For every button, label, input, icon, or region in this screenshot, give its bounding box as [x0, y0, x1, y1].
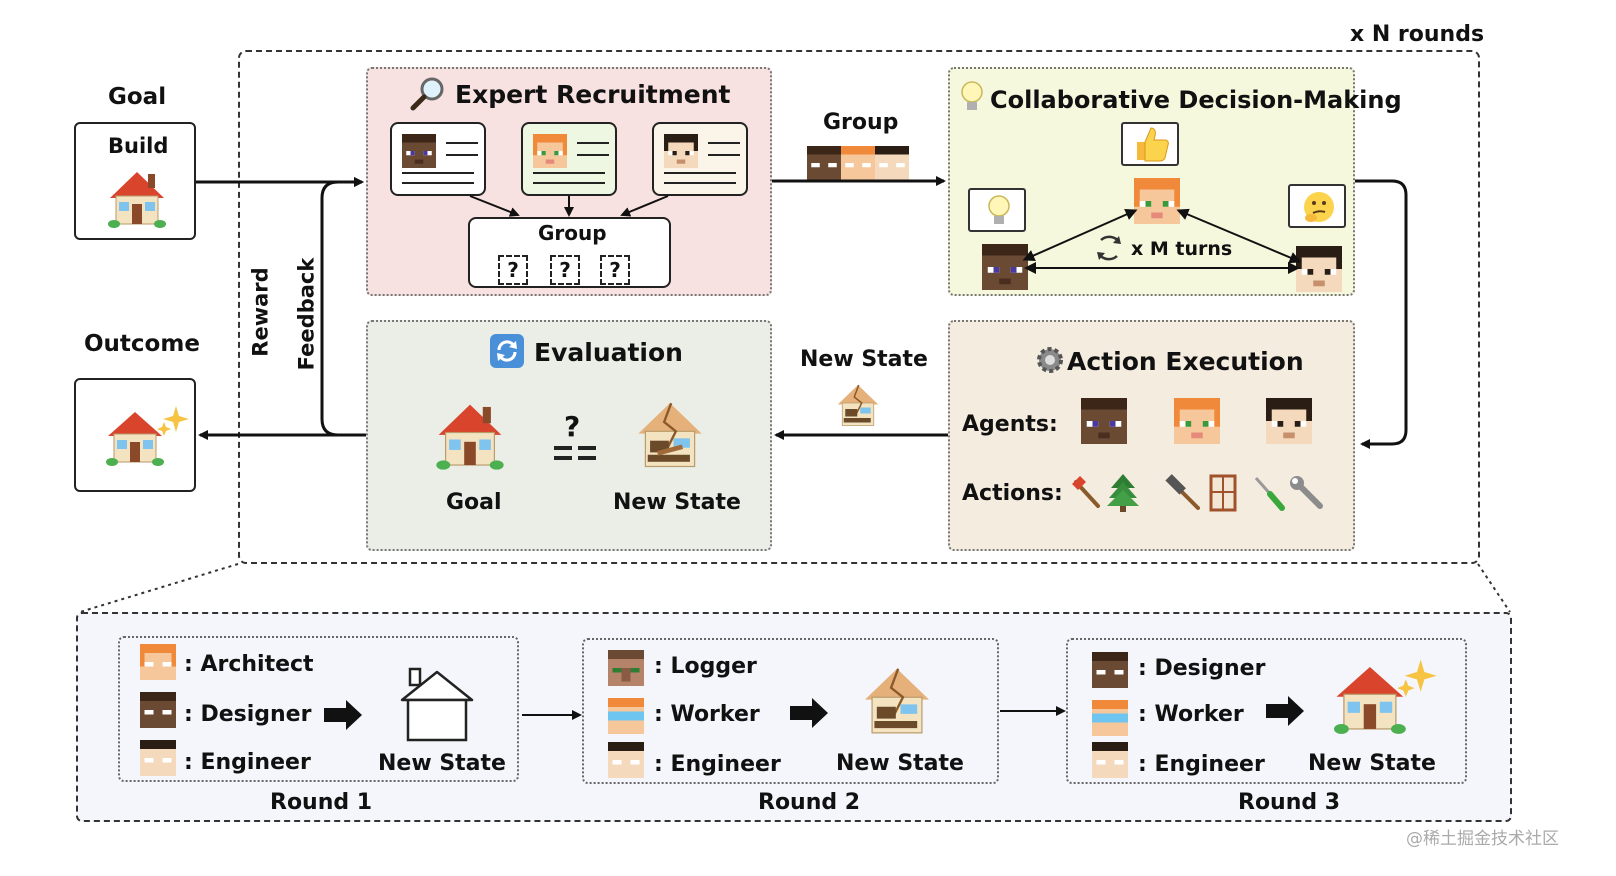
broken-house-icon [636, 398, 704, 477]
action-designer-face [1081, 398, 1127, 444]
collaborative-to-action-arrow [1355, 179, 1408, 449]
round-3-engineer-face [1092, 742, 1128, 778]
collaborative-title: Collaborative Decision-Making [990, 86, 1402, 114]
round-1-designer-face [140, 692, 176, 728]
axe-icon [1068, 474, 1104, 513]
goal-box-label: Build [108, 134, 169, 158]
outcome-heading: Outcome [84, 331, 200, 357]
group-faces [806, 146, 910, 184]
empty-house-icon [398, 664, 476, 746]
refresh-icon [490, 334, 524, 371]
round-3-role-2: : Worker [1138, 702, 1244, 727]
round-1-role-1: : Architect [184, 652, 314, 677]
round-1-state-label: New State [378, 751, 506, 776]
round-3-role-3: : Engineer [1138, 752, 1265, 777]
equals-icon [554, 444, 598, 468]
goal-heading: Goal [108, 84, 167, 110]
thinking-face-icon [1304, 192, 1334, 222]
agents-label: Agents: [962, 412, 1058, 437]
actions-label: Actions: [962, 481, 1063, 506]
recruitment-group-box: Group ? ? ? [468, 217, 671, 288]
rounds-label: x N rounds [1350, 22, 1485, 47]
round-2-label: Round 2 [758, 790, 861, 815]
gear-icon [1034, 344, 1066, 379]
goal-house-icon [436, 400, 504, 475]
wrench-icon [1288, 474, 1326, 515]
round-1-label: Round 1 [270, 790, 373, 815]
watermark: @稀土掘金技术社区 [1406, 829, 1559, 849]
expert-recruitment-title: Expert Recruitment [455, 80, 731, 109]
round-3-arrow-icon [1266, 696, 1304, 730]
house-sparkle-icon [106, 406, 190, 471]
round-2-broken-house-icon [862, 664, 932, 743]
round-1-box [118, 636, 519, 782]
round-2-logger-face [608, 650, 644, 686]
round-2-engineer-face [608, 742, 644, 778]
profile-card-designer [390, 122, 486, 196]
round-1-arrow-icon [324, 700, 362, 734]
round-1-engineer-face [140, 740, 176, 776]
group-slot-3: ? [600, 255, 630, 285]
hammer-icon [1164, 474, 1202, 515]
round-3-label: Round 3 [1238, 790, 1341, 815]
lightbulb-icon [960, 80, 984, 117]
round-1-architect-face [140, 644, 176, 680]
compare-question: ? [564, 410, 581, 443]
round-1-role-3: : Engineer [184, 750, 311, 775]
feedback-loop-arrow [320, 177, 366, 437]
idea-bubble [968, 188, 1026, 232]
rounds-frame [238, 50, 1480, 564]
tree-icon [1106, 472, 1140, 515]
goal-box: Build [74, 122, 196, 240]
recruitment-group-label: Group [538, 221, 607, 245]
round-2-arrow-icon [790, 698, 828, 732]
magnifier-icon [410, 76, 446, 115]
action-execution-title: Action Execution [1067, 347, 1304, 376]
round-2-role-1: : Logger [654, 654, 757, 679]
outcome-box [74, 378, 196, 492]
evaluation-title: Evaluation [534, 338, 683, 367]
round-3-designer-face [1092, 652, 1128, 688]
collab-engineer-face [1296, 246, 1342, 292]
evaluation-goal-label: Goal [446, 490, 502, 515]
round-1-role-2: : Designer [184, 702, 312, 727]
round-2-role-2: : Worker [654, 702, 760, 727]
new-state-arrow-icon [836, 382, 880, 433]
round-2-box [582, 638, 999, 784]
round-2-role-3: : Engineer [654, 752, 781, 777]
group-slot-1: ? [498, 255, 528, 285]
architect-face-icon [533, 134, 567, 168]
action-architect-face [1174, 398, 1220, 444]
door-icon [1209, 474, 1237, 515]
engineer-face-icon [664, 134, 698, 168]
evaluation-panel [366, 320, 772, 551]
action-engineer-face [1266, 398, 1312, 444]
round-2-worker-face [608, 698, 644, 734]
round-3-house-sparkle-icon [1334, 658, 1438, 741]
idea-lightbulb-icon [988, 195, 1010, 224]
round-2-state-label: New State [836, 751, 964, 776]
evaluation-new-state-label: New State [613, 490, 741, 515]
group-slot-2: ? [550, 255, 580, 285]
round-3-worker-face [1092, 700, 1128, 736]
profile-card-engineer [652, 122, 748, 196]
round-3-box [1066, 638, 1467, 784]
collab-architect-face [1134, 178, 1180, 224]
thumbs-up-bubble [1121, 122, 1179, 166]
thumbs-up-icon [1137, 127, 1169, 162]
new-state-arrow-label: New State [800, 347, 928, 372]
designer-face-icon [402, 134, 436, 168]
screwdriver-icon [1252, 474, 1286, 515]
profile-card-architect [521, 122, 617, 196]
house-icon [108, 168, 166, 233]
round-3-role-1: : Designer [1138, 656, 1266, 681]
collab-designer-face [982, 244, 1028, 290]
round-3-state-label: New State [1308, 751, 1436, 776]
group-arrow-label: Group [823, 110, 899, 135]
